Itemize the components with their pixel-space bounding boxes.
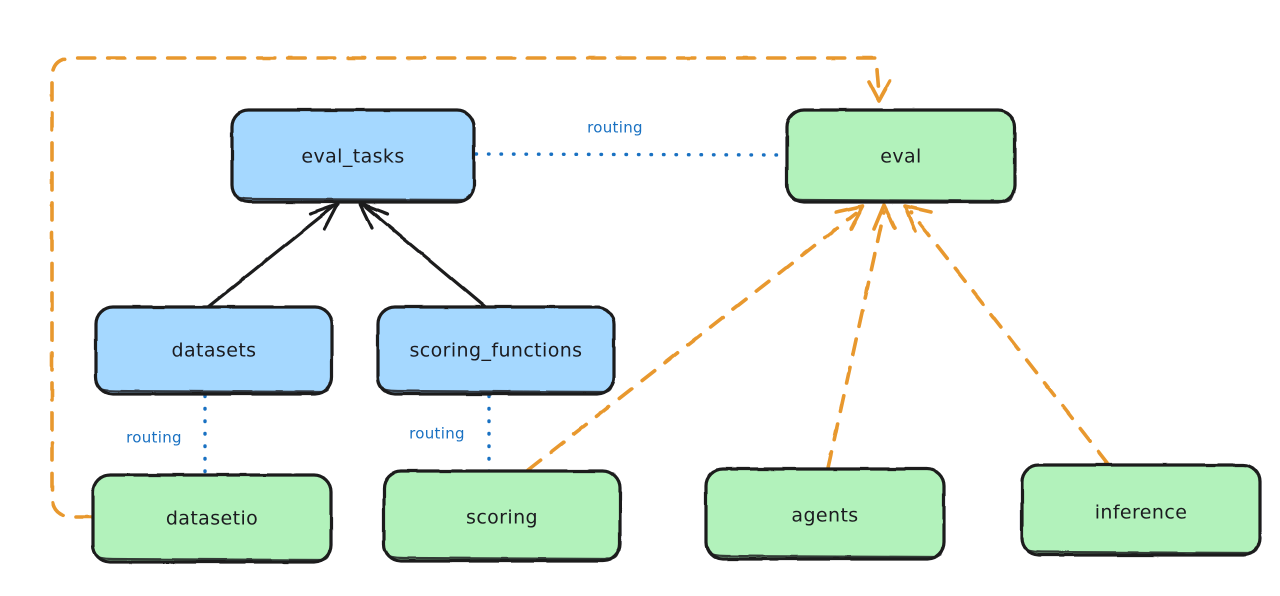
node-label: datasets (172, 340, 257, 362)
node-eval[interactable]: eval (785, 108, 1017, 204)
edge-label-routing-datasetio: routing (126, 429, 182, 447)
edge-agents-to-eval (826, 203, 897, 470)
node-label: datasetio (166, 508, 258, 530)
node-label: eval_tasks (301, 146, 404, 168)
node-label: scoring_functions (410, 340, 583, 362)
node-scoring[interactable]: scoring (382, 469, 622, 563)
node-label: agents (791, 505, 858, 527)
node-label: eval (880, 146, 921, 168)
node-scoring_functions[interactable]: scoring_functions (376, 305, 616, 396)
node-datasetio[interactable]: datasetio (91, 473, 333, 564)
edge-scoring-to-eval (526, 204, 865, 472)
node-label: inference (1095, 502, 1188, 524)
edge-datasetio-to-eval (50, 56, 892, 519)
node-label: scoring (466, 507, 538, 529)
edge-eval_tasks-to-eval (474, 152, 786, 157)
node-agents[interactable]: agents (704, 467, 946, 561)
edge-datasets-to-eval_tasks (201, 202, 340, 313)
edge-label-routing-eval: routing (587, 119, 643, 137)
node-datasets[interactable]: datasets (94, 305, 334, 396)
edge-inference-to-eval (903, 204, 1110, 466)
edge-label-routing-scoring: routing (409, 425, 465, 443)
node-inference[interactable]: inference (1020, 463, 1262, 557)
node-eval_tasks[interactable]: eval_tasks (230, 108, 476, 204)
